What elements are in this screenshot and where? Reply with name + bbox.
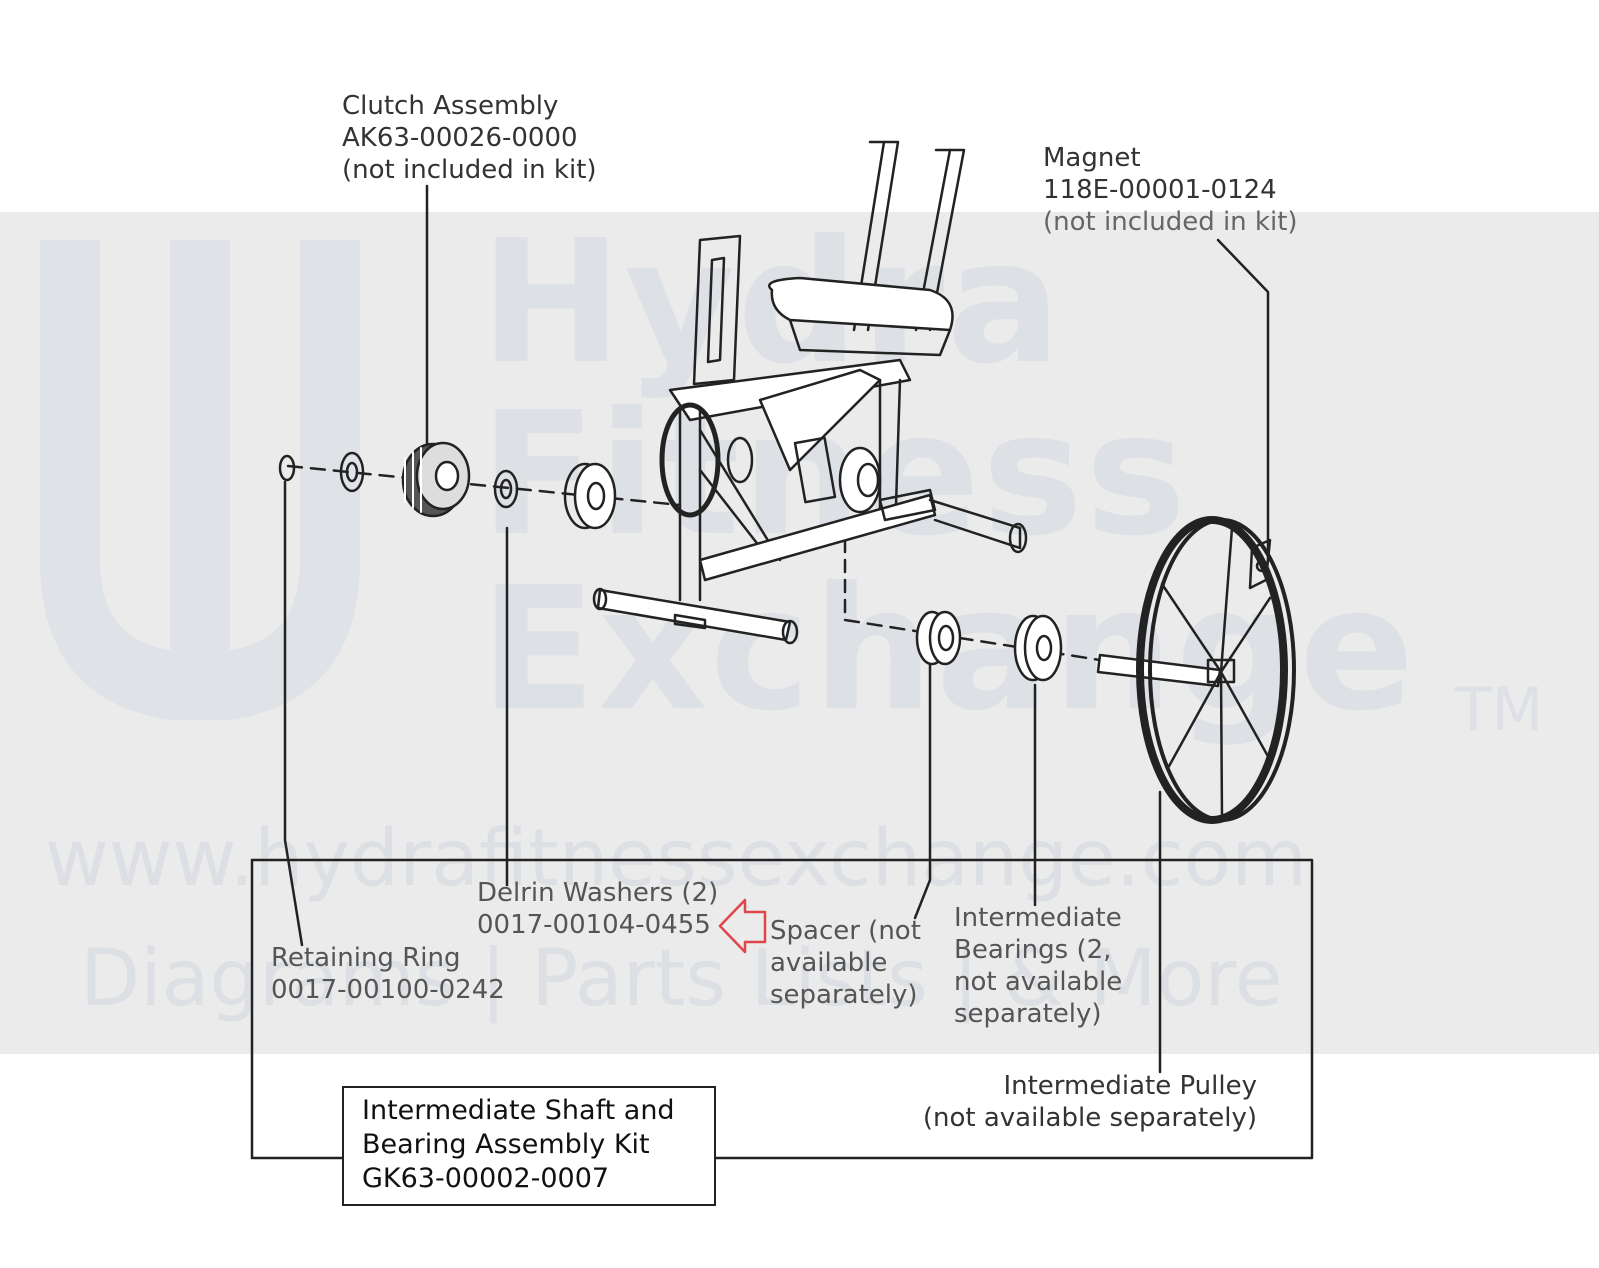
clutch-label: Clutch Assembly AK63-00026-0000 (not inc… <box>342 91 597 185</box>
retaining-label: Retaining Ring 0017-00100-0242 <box>271 943 505 1005</box>
magnet-leader <box>1216 238 1270 562</box>
watermark-trademark: TM <box>1455 675 1544 745</box>
spacer-part <box>915 610 962 666</box>
delrin-label: Delrin Washers (2) 0017-00104-0455 <box>477 878 719 940</box>
kit-name-line1: Intermediate Shaft and <box>362 1095 675 1126</box>
retaining-leader <box>283 480 304 947</box>
watermark-tagline: Diagrams | Parts Lists | & More <box>80 934 1283 1024</box>
machine-frame-part <box>592 140 1028 645</box>
clutch-part <box>401 441 471 518</box>
spacer-label: Spacer (not available separately) <box>770 916 921 1010</box>
magnet-label: Magnet 118E-00001-0124 (not included in … <box>1043 143 1298 237</box>
kit-bracket-frame <box>250 858 1314 1160</box>
watermark-band <box>0 212 1599 1054</box>
bearing-part <box>1013 614 1063 682</box>
pulley-part <box>1136 516 1296 824</box>
retaining-ring-part <box>278 454 296 482</box>
pulley-label: Intermediate Pulley (not available separ… <box>922 1071 1257 1133</box>
kit-name-line2: Bearing Assembly Kit <box>362 1129 650 1160</box>
kit-label-box: Intermediate Shaft and Bearing Assembly … <box>342 1086 716 1206</box>
bearings-label: Intermediate Bearings (2, not available … <box>954 903 1123 1029</box>
kit-part-number: GK63-00002-0007 <box>362 1163 610 1194</box>
kit-bracket-left <box>250 858 344 1160</box>
spacer-leader <box>913 653 932 920</box>
highlight-arrow-icon <box>718 898 767 954</box>
watermark-brand-line1: Hydra <box>480 204 1064 402</box>
